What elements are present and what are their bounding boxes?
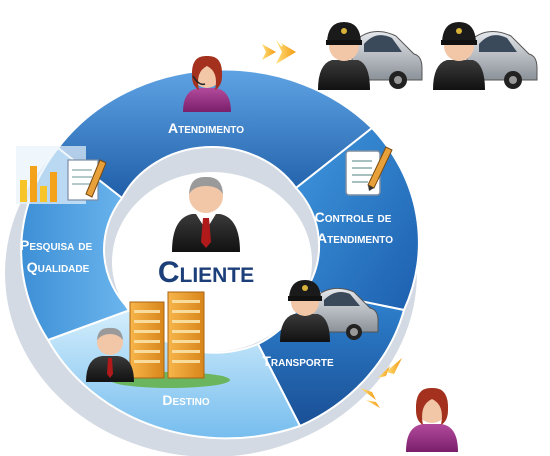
arrow-exchange-icon xyxy=(360,358,402,408)
operator-woman-icon xyxy=(406,387,458,452)
label-transporte: Transporte xyxy=(262,353,334,369)
label-controle: Controle de Atendimento xyxy=(315,209,396,246)
driver-car-icon xyxy=(433,22,538,90)
driver-car-icon xyxy=(318,22,423,90)
segment-atendimento xyxy=(56,68,374,200)
label-pesquisa: Pesquisa de Qualidade xyxy=(20,237,96,275)
buildings-icon xyxy=(110,291,230,388)
arrow-right-icon xyxy=(262,37,296,64)
operator-woman-icon xyxy=(183,55,231,112)
customer-man-icon xyxy=(86,327,134,382)
document-pencil-icon xyxy=(345,146,393,196)
businessman-icon xyxy=(172,176,240,252)
label-atendimento: Atendimento xyxy=(168,120,244,136)
chart-report-icon xyxy=(16,146,107,204)
driver-car-icon xyxy=(280,280,379,342)
center-label: Cliente xyxy=(158,256,254,289)
label-destino: Destino xyxy=(162,392,210,408)
